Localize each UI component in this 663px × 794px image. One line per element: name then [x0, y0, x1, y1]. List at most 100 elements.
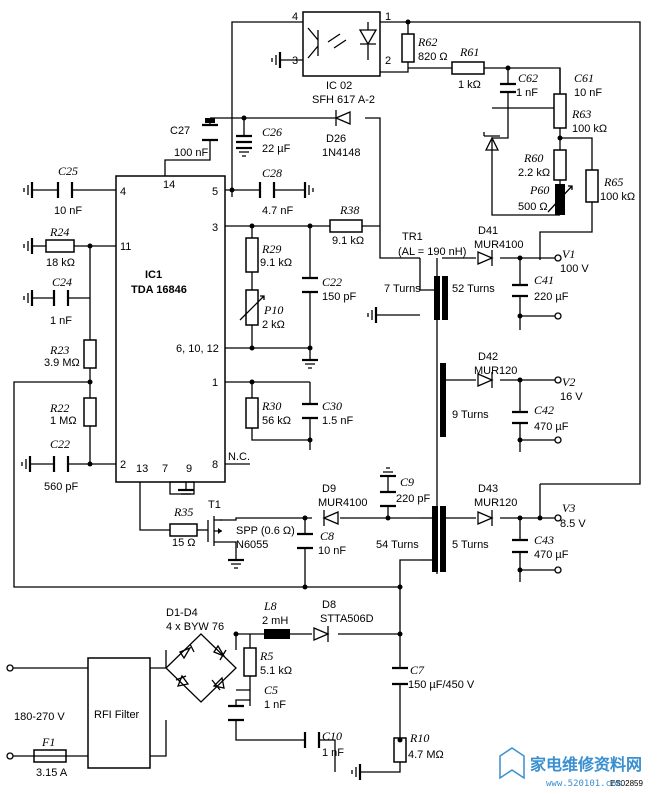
label-r35: R35	[173, 505, 193, 519]
watermark-url: www.520101.com	[546, 779, 622, 789]
capacitor-c10	[303, 732, 321, 748]
label-d1d4: D1-D4	[166, 607, 198, 619]
label-turns-5: 5 Turns	[452, 539, 489, 551]
value-d1d4: 4 x BYW 76	[166, 621, 224, 633]
label-c9: C9	[400, 475, 414, 489]
inductor-l8	[264, 629, 290, 639]
label-d8: D8	[322, 599, 336, 611]
label-d41: D41	[478, 225, 498, 237]
opto-led-icon	[358, 22, 378, 60]
value-r22: 1 MΩ	[50, 415, 77, 427]
label-d42: D42	[478, 351, 498, 363]
resistor-r29	[245, 237, 259, 273]
label-f1: F1	[41, 735, 55, 749]
resistor-r38	[329, 219, 363, 233]
potentiometer-p60	[547, 184, 573, 215]
ic1-pin-2: 2	[120, 459, 126, 471]
wiring	[12, 21, 641, 773]
resistor-r30	[245, 397, 259, 429]
value-c26: 22 µF	[262, 143, 291, 155]
zener-diode-icon	[483, 132, 500, 151]
label-c10: C10	[322, 729, 342, 743]
label-v3: V3	[562, 501, 575, 515]
resistor-r22	[83, 397, 97, 427]
value-c41: 220 µF	[534, 291, 569, 303]
value-r29: 9.1 kΩ	[260, 257, 292, 269]
value-r35: 15 Ω	[172, 537, 196, 549]
capacitor-c9	[380, 490, 396, 508]
adjust-arrow-icon	[239, 295, 265, 321]
value-r24: 18 kΩ	[46, 257, 75, 269]
watermark: 家电维修资料网 www.520101.com	[499, 747, 642, 789]
diode-d26-icon	[334, 110, 351, 126]
capacitor-c8	[297, 532, 313, 550]
label-p60: P60	[529, 183, 549, 197]
label-r30: R30	[261, 399, 281, 413]
ground-icon	[271, 52, 282, 68]
value-c28: 4.7 nF	[262, 205, 293, 217]
resistor-r24	[45, 239, 75, 253]
transformer-tr1	[432, 258, 448, 574]
capacitor-c22	[52, 456, 70, 472]
ground-icon	[228, 558, 244, 569]
ground-icon	[380, 467, 396, 478]
ground-icon	[23, 290, 34, 306]
capacitor-c26	[236, 134, 252, 144]
ic1-pin-14: 14	[163, 179, 175, 191]
label-c43: C43	[534, 533, 554, 547]
label-d43: D43	[478, 483, 498, 495]
ic1-pin-7: 7	[162, 463, 168, 475]
value-d42: MUR120	[474, 365, 517, 377]
value-v1: 100 V	[560, 263, 589, 275]
value-c61: 10 nF	[574, 87, 602, 99]
label-c61: C61	[574, 71, 594, 85]
label-v2: V2	[562, 375, 575, 389]
label-r65: R65	[603, 175, 623, 189]
resistor-r35	[169, 523, 198, 537]
value-c8: 10 nF	[318, 545, 346, 557]
ic02-ref: IC 02	[326, 80, 352, 92]
value-p10: 2 kΩ	[262, 319, 285, 331]
value-c10: 1 nF	[322, 747, 344, 759]
value-c22: 560 pF	[44, 481, 79, 493]
capacitor-c7	[392, 666, 408, 686]
label-c22: C22	[50, 437, 70, 451]
value-l8: 2 mH	[262, 615, 288, 627]
label-d26: D26	[326, 133, 346, 145]
ic1-pin-3: 3	[212, 222, 218, 234]
label-p10: P10	[263, 303, 283, 317]
component-labels: C25 10 nF R24 18 kΩ C24 1 nF R23 3.9 MΩ …	[14, 35, 635, 779]
ic1-pin-9: 9	[186, 463, 192, 475]
ground-icon	[23, 238, 34, 254]
diode-d42-icon	[477, 372, 494, 388]
output-terminals	[6, 254, 562, 760]
ground-icon	[303, 182, 314, 198]
resistor-r5	[243, 647, 257, 677]
value-r30: 56 kΩ	[262, 415, 291, 427]
ground-icon	[351, 764, 362, 780]
value-c62: 1 nF	[516, 87, 538, 99]
ic1-nc: N.C.	[228, 451, 250, 463]
value-c24: 1 nF	[50, 315, 72, 327]
capacitor-c27-mark	[205, 118, 215, 123]
value-d41: MUR4100	[474, 239, 524, 251]
value-d9: MUR4100	[318, 497, 368, 509]
resistor-r61	[451, 61, 485, 75]
label-r38: R38	[339, 203, 359, 217]
label-c27: C27	[170, 125, 190, 137]
label-r63: R63	[571, 107, 591, 121]
ground-icon	[23, 182, 34, 198]
value-p60: 500 Ω	[518, 201, 548, 213]
label-c42: C42	[534, 403, 554, 417]
label-c62: C62	[518, 71, 538, 85]
label-r24: R24	[49, 225, 69, 239]
value-c30: 1.5 nF	[322, 415, 353, 427]
capacitor-c43	[512, 538, 528, 554]
value-d43: MUR120	[474, 497, 517, 509]
resistor-r62	[401, 33, 415, 63]
diode-d41-icon	[477, 250, 494, 266]
label-d9: D9	[322, 483, 336, 495]
label-r23: R23	[49, 343, 69, 357]
ic1-pin-8: 8	[212, 459, 218, 471]
